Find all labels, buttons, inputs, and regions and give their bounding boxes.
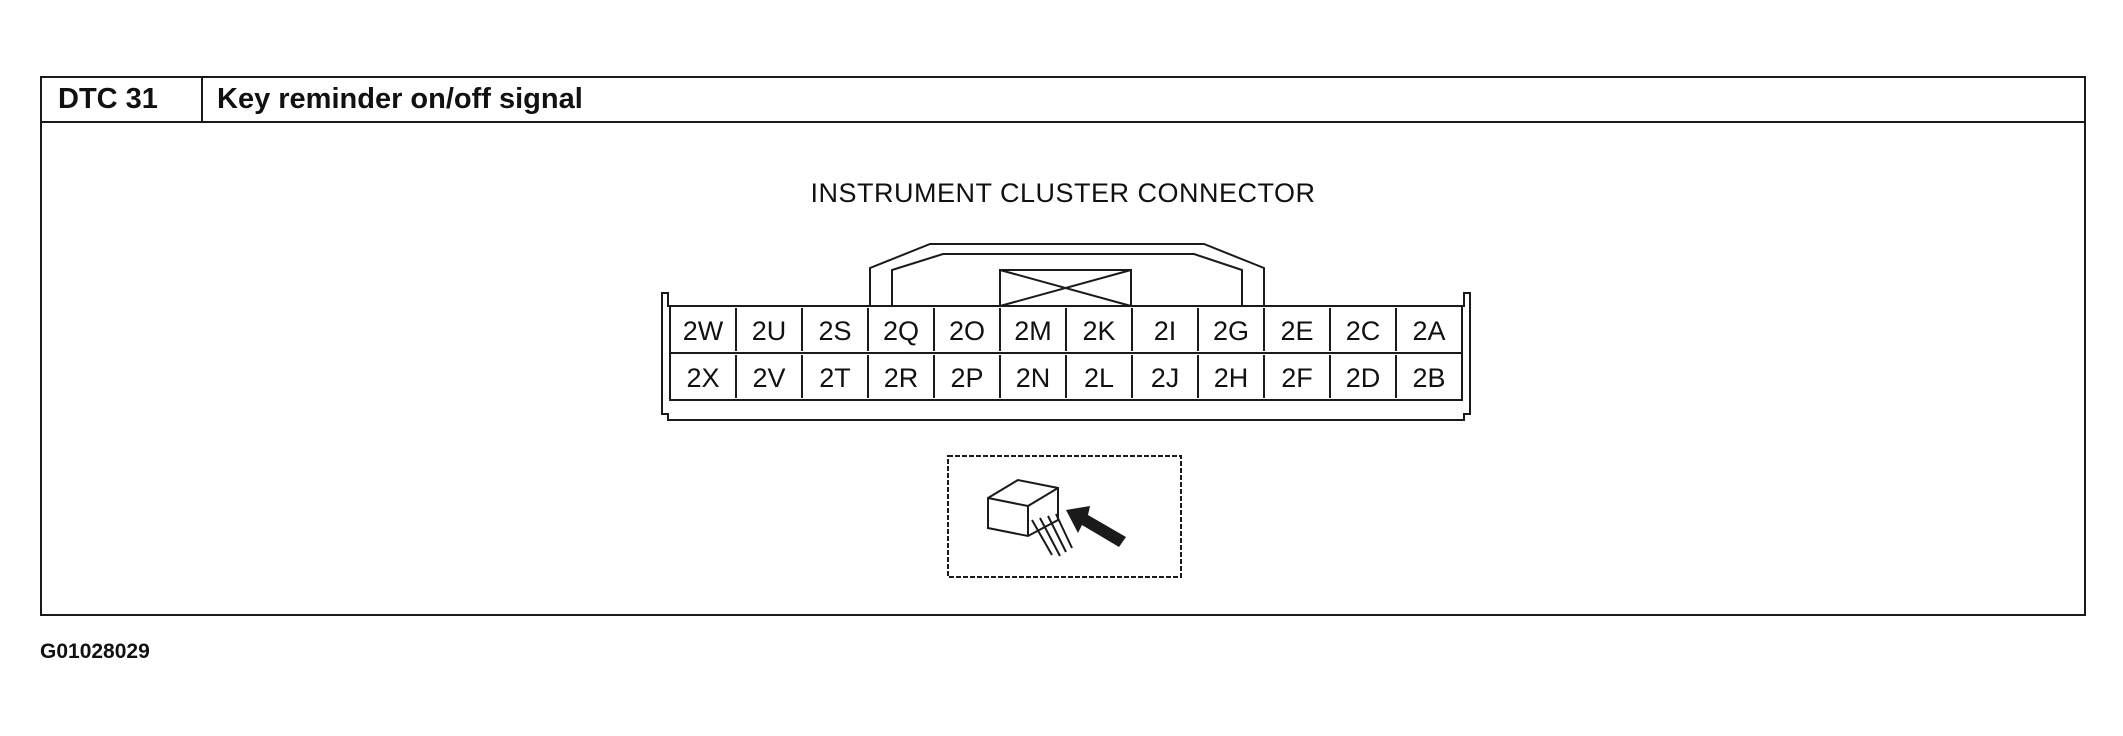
pin-label-2i: 2I (1154, 316, 1177, 346)
housing-outline (661, 292, 1471, 421)
figure-id: G01028029 (40, 640, 150, 663)
pin-label-2w: 2W (683, 316, 724, 346)
pin-label-2x: 2X (686, 363, 719, 393)
pin-label-2j: 2J (1151, 363, 1180, 393)
lock-tab (999, 269, 1132, 307)
pin-label-2t: 2T (819, 363, 851, 393)
pin-label-2h: 2H (1214, 363, 1249, 393)
connector-wires (1031, 513, 1073, 557)
pin-label-2s: 2S (818, 316, 851, 346)
connector-title: INSTRUMENT CLUSTER CONNECTOR (810, 178, 1316, 208)
pin-label-2n: 2N (1016, 363, 1051, 393)
pin-label-2g: 2G (1213, 316, 1249, 346)
pin-label-2p: 2P (950, 363, 983, 393)
dtc-panel: DTC 31 Key reminder on/off signal INSTRU… (40, 76, 2086, 616)
pin-label-2m: 2M (1014, 316, 1052, 346)
connector-housing (661, 243, 1471, 421)
dtc-code: DTC 31 (42, 78, 203, 121)
pin-label-2a: 2A (1412, 316, 1445, 346)
pin-grid: 2W 2U 2S 2Q 2O 2M 2K 2I 2G 2E 2C 2A 2X 2V 2T 2R 2P 2N 2L 2J… (683, 308, 1446, 398)
pin-label-2u: 2U (752, 316, 787, 346)
pin-label-2o: 2O (949, 316, 985, 346)
pin-label-2c: 2C (1346, 316, 1381, 346)
pin-label-2e: 2E (1280, 316, 1313, 346)
connector-face-inset (947, 455, 1182, 578)
dtc-title: Key reminder on/off signal (217, 83, 583, 115)
terminal-bridge-inner (891, 253, 1243, 306)
probe-arrow-icon (1066, 506, 1126, 547)
pin-label-2r: 2R (884, 363, 919, 393)
dtc-header: DTC 31 Key reminder on/off signal (42, 78, 2084, 123)
pin-label-2b: 2B (1412, 363, 1445, 393)
terminal-bridge (869, 243, 1265, 306)
lock-tab-cross-2 (999, 269, 1132, 307)
pin-label-2k: 2K (1082, 316, 1115, 346)
inset-frame (947, 455, 1182, 578)
pin-label-2v: 2V (752, 363, 785, 393)
connector-body (987, 478, 1059, 538)
pin-label-2f: 2F (1281, 363, 1313, 393)
pin-label-2q: 2Q (883, 316, 919, 346)
pin-label-2l: 2L (1084, 363, 1114, 393)
connector-face (987, 487, 1059, 536)
pin-label-2d: 2D (1346, 363, 1381, 393)
